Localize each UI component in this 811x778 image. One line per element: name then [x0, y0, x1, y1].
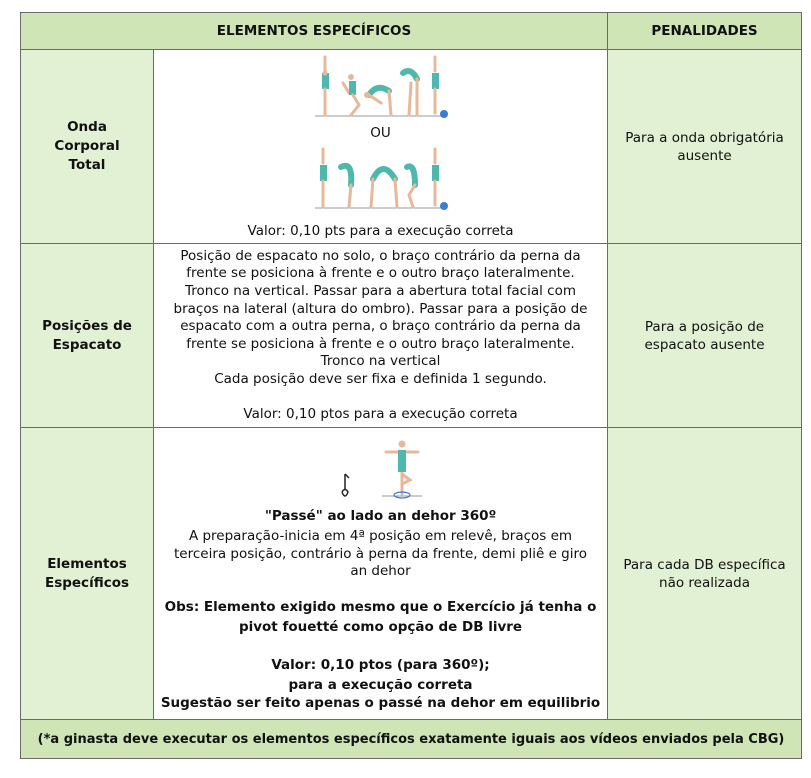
desc-line: an dehor: [350, 563, 411, 580]
obs-line: Obs: Elemento exigido mesmo que o Exercí…: [164, 598, 597, 615]
row-espacato: Posições de Espacato Posição de espacato…: [20, 243, 803, 428]
value-line: Sugestão ser feito apenas o passé na deh…: [160, 695, 601, 712]
penalty-line: ausente: [677, 147, 732, 164]
desc-line: Tronco na vertical: [320, 353, 441, 370]
desc-line: Cada posição deve ser fixa e definida 1 …: [214, 370, 547, 387]
desc-line: A preparação-inicia em 4ª posição em rel…: [188, 527, 573, 544]
gymnast-passe-icon: [381, 440, 422, 499]
value-line: Valor: 0,10 ptos (para 360º);: [271, 656, 490, 673]
label-line: Elementos: [47, 555, 127, 572]
penalty-espacato: Para a posição de espacato ausente: [607, 243, 803, 428]
label-line: Total: [68, 157, 106, 173]
desc-line: frente se posiciona à frente e o outro b…: [186, 335, 575, 352]
penalty-line: não realizada: [659, 574, 750, 591]
label-line: Corporal: [54, 138, 120, 154]
label-line: Espacato: [52, 336, 122, 353]
penalty-onda-corporal: Para a onda obrigatória ausente: [607, 49, 803, 244]
passe-turn-symbol-icon: [340, 473, 350, 498]
value-line: para a execução correta: [288, 677, 473, 694]
content-elementos-especificos: "Passé" ao lado an dehor 360º A preparaç…: [152, 427, 609, 720]
label-line: Posições de: [42, 317, 132, 334]
content-onda-corporal: OU: [152, 49, 609, 244]
desc-line: braços na lateral (altura do ombro). Pas…: [173, 300, 588, 317]
desc-line: Posição de espacato no solo, o braço con…: [180, 247, 581, 264]
label-espacato: Posições de Espacato: [20, 243, 154, 428]
or-text: OU: [370, 124, 391, 141]
penalty-elementos-especificos: Para cada DB específica não realizada: [607, 427, 803, 720]
header-elements: ELEMENTOS ESPECÍFICOS: [19, 12, 609, 50]
desc-line: espacato com a outra perna, o braço cont…: [180, 318, 581, 335]
penalty-line: espacato ausente: [644, 336, 765, 353]
penalty-line: Para a posição de: [644, 318, 765, 335]
desc-line: frente se posiciona à frente e o outro b…: [186, 265, 575, 282]
desc-line: terceira posição, contrário à perna da f…: [173, 545, 588, 562]
desc-line: Tronco na vertical. Passar para a abertu…: [184, 283, 577, 300]
header-row: ELEMENTOS ESPECÍFICOS PENALIDADES: [19, 12, 803, 50]
label-onda-corporal: Onda Corporal Total: [20, 49, 154, 244]
content-espacato: Posição de espacato no solo, o braço con…: [152, 243, 609, 428]
penalty-line: Para cada DB específica: [623, 556, 786, 573]
gymnast-wave-icon: [314, 55, 448, 118]
footer-row: (*a ginasta deve executar os elementos e…: [19, 719, 803, 759]
label-elementos-especificos: Elementos Específicos: [20, 427, 154, 720]
footer-note: (*a ginasta deve executar os elementos e…: [19, 719, 803, 759]
gymnast-wave-icon: [314, 147, 448, 210]
label-line: Específicos: [44, 574, 130, 591]
value-text: Valor: 0,10 pts para a execução correta: [247, 222, 514, 239]
row-elementos-especificos: Elementos Específicos: [20, 427, 803, 720]
element-title: "Passé" ao lado an dehor 360º: [264, 508, 497, 525]
label-line: Onda: [67, 119, 107, 135]
elements-table: ELEMENTOS ESPECÍFICOS PENALIDADES Onda C…: [19, 12, 803, 759]
obs-line: pivot fouetté como opção de DB livre: [238, 619, 523, 636]
row-onda-corporal: Onda Corporal Total: [20, 49, 803, 244]
value-text: Valor: 0,10 ptos para a execução correta: [243, 405, 518, 422]
penalty-line: Para a onda obrigatória: [625, 129, 784, 146]
header-penalties: PENALIDADES: [607, 12, 803, 50]
